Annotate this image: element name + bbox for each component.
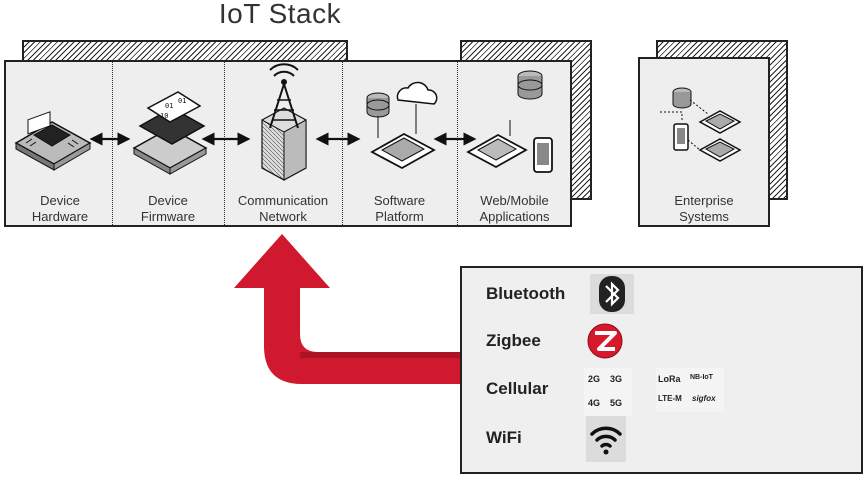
lte-m-logo: LTE-M — [658, 394, 682, 403]
label-line: Hardware — [31, 209, 89, 224]
label-line: Applications — [479, 209, 550, 224]
column-label-device-hardware: Device Hardware — [8, 193, 112, 225]
wifi-icon — [586, 416, 626, 462]
lpwan-logos: LoRa NB-IoT LTE-M sigfox — [656, 368, 724, 412]
gen-3g: 3G — [610, 374, 623, 384]
protocols-panel: Bluetooth Zigbee Cellular WiFi 2G 3G 4G … — [460, 266, 863, 474]
column-label-communication-network: Communication Network — [224, 193, 342, 225]
label-line: Communication — [237, 193, 329, 208]
label-line: Platform — [375, 209, 424, 224]
label-line: Device — [148, 193, 188, 208]
protocol-label-zigbee: Zigbee — [486, 331, 541, 350]
nb-iot-logo: NB-IoT — [690, 374, 713, 381]
protocol-label-wifi: WiFi — [486, 428, 522, 447]
label-line: Firmware — [140, 209, 196, 224]
protocol-label-cellular: Cellular — [486, 379, 549, 398]
label-line: Enterprise — [674, 193, 734, 208]
label-line: Web/Mobile — [480, 193, 549, 208]
gen-5g: 5G — [610, 398, 623, 408]
column-label-software-platform: Software Platform — [342, 193, 457, 225]
label-line: Network — [259, 209, 307, 224]
column-label-web-mobile-applications: Web/Mobile Applications — [457, 193, 572, 225]
column-label-device-firmware: Device Firmware — [112, 193, 224, 225]
protocol-label-bluetooth: Bluetooth — [486, 284, 566, 303]
sigfox-logo: sigfox — [692, 394, 716, 403]
column-label-enterprise-systems: Enterprise Systems — [638, 193, 770, 225]
gen-2g: 2G — [588, 374, 601, 384]
red-arrow — [234, 234, 460, 384]
lora-logo: LoRa — [658, 374, 681, 384]
gen-4g: 4G — [588, 398, 601, 408]
label-line: Systems — [679, 209, 729, 224]
diagram-title: IoT Stack — [218, 0, 342, 29]
label-line: Software — [373, 193, 426, 208]
bluetooth-icon — [590, 274, 634, 314]
cellular-icon: 2G 3G 4G 5G — [584, 368, 632, 416]
zigbee-icon — [586, 322, 624, 360]
label-line: Device — [40, 193, 80, 208]
